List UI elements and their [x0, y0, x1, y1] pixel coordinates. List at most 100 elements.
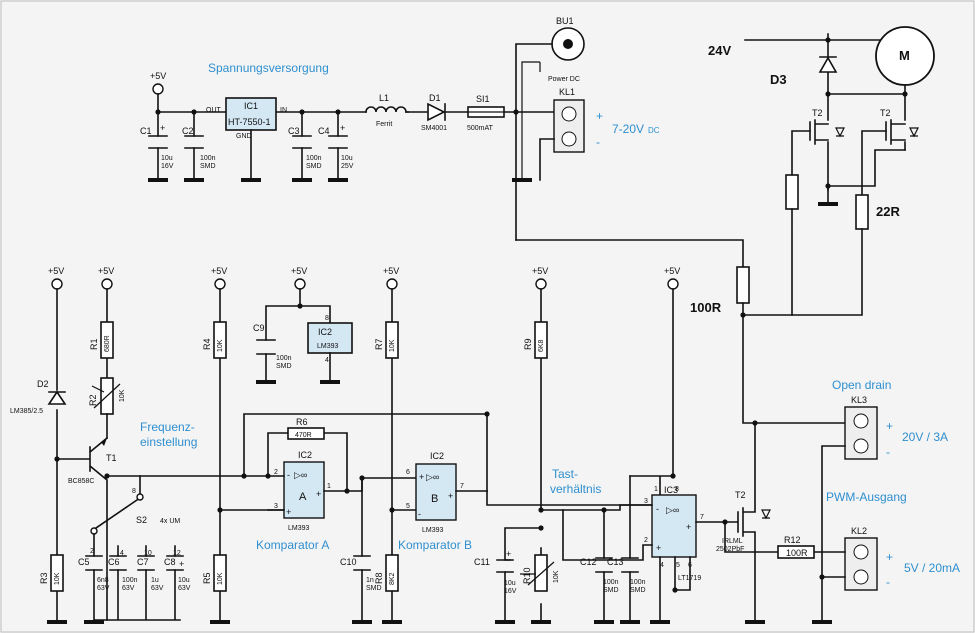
- t2-small-diode: [761, 509, 771, 520]
- freq-title: Frequenz-: [140, 420, 195, 434]
- node: [335, 109, 341, 115]
- s2-cap-bank: [93, 533, 181, 621]
- comp-a-outplus: +: [316, 489, 321, 499]
- ic3-pin2: 2: [644, 537, 648, 544]
- c11-rating: 16V: [504, 588, 517, 595]
- bu1-name: BU1: [556, 16, 574, 26]
- c6-val: 100n: [122, 577, 138, 584]
- c9-name: C9: [253, 323, 265, 333]
- r9-value: 6K8: [538, 339, 545, 352]
- c5-name: C5: [78, 557, 90, 567]
- c8-val: 10u: [178, 577, 190, 584]
- c10-name: C10: [340, 557, 357, 567]
- r2-value: 10K: [119, 389, 126, 402]
- t1-name: T1: [106, 453, 117, 463]
- si1-rating: 500mAT: [467, 125, 494, 132]
- d3-label: D3: [770, 72, 787, 87]
- t2b-mosfet: [885, 119, 906, 145]
- c7-val: 1u: [151, 577, 159, 584]
- ic1-gnd: GND: [236, 133, 252, 140]
- resistor-r4: [213, 321, 227, 359]
- r3-name: R3: [39, 572, 49, 584]
- c9-rating: SMD: [276, 363, 292, 370]
- c12-rating: SMD: [603, 587, 619, 594]
- inductor-l1: [365, 106, 407, 113]
- open-drain-title: Open drain: [832, 378, 891, 392]
- c2-name: C2: [182, 126, 194, 136]
- kl1-name: KL1: [559, 87, 575, 97]
- s2-pin8-num: 8: [132, 488, 136, 495]
- node: [752, 420, 758, 426]
- t2-small-type: IRLML: [722, 538, 743, 545]
- node: [538, 525, 544, 531]
- comp-b-pin6: 6: [406, 469, 410, 476]
- kl1-screw1: [561, 106, 577, 122]
- p5v-ic3: +5V: [664, 266, 680, 276]
- pin10: 10: [144, 550, 152, 557]
- node: [670, 473, 676, 479]
- c11-val: 10u: [504, 580, 516, 587]
- c3-rating: SMD: [306, 163, 322, 170]
- p5v-pin-c9: [294, 278, 306, 290]
- resistor-r1: [100, 321, 114, 359]
- node: [902, 91, 908, 97]
- r4-name: R4: [202, 338, 212, 350]
- wire-to-100r: [515, 239, 744, 268]
- bu1-type: Power DC: [548, 76, 580, 83]
- r1-value: 680R: [104, 335, 111, 352]
- comp-b-outplus: +: [448, 491, 453, 501]
- t1-type: BC858C: [68, 478, 94, 485]
- t2-small-label: T2: [735, 490, 746, 500]
- comp-b-letter: B: [431, 493, 438, 505]
- r10-value: 10K: [553, 570, 560, 583]
- kl1-minus: -: [596, 135, 600, 149]
- kl2-minus: -: [886, 575, 890, 589]
- t2a-gate: [791, 130, 811, 176]
- c12-val: 100n: [603, 579, 619, 586]
- c11-name: C11: [474, 557, 490, 567]
- node: [538, 507, 544, 513]
- comp-a-out: [323, 477, 417, 492]
- kl2-plus: +: [886, 550, 893, 564]
- resistor-r12: [777, 545, 815, 559]
- comp-a-type: LM393: [288, 525, 310, 532]
- kl3-gnd: [821, 445, 846, 621]
- s2-type: 4x UM: [160, 518, 180, 525]
- freq-title2: einstellung: [140, 435, 197, 449]
- kl1-plus: +: [596, 109, 603, 123]
- resistor-r8: [385, 554, 399, 592]
- node: [299, 109, 305, 115]
- c8-rating: 63V: [178, 585, 191, 592]
- comp-b-type: LM393: [422, 527, 444, 534]
- comp-b-sym: ▷∞: [426, 472, 439, 482]
- resistor-r5: [213, 554, 227, 592]
- d2-type: LM385/2.5: [10, 408, 43, 415]
- r7-name: R7: [374, 338, 384, 350]
- supply-title: Spannungsversorgung: [208, 61, 329, 75]
- r2-name: R2: [88, 394, 98, 406]
- ic3-pin8: 8: [675, 486, 679, 493]
- wire-100r-kl3: [742, 302, 846, 424]
- c8-plus: +: [179, 559, 184, 569]
- node: [241, 473, 247, 479]
- r6-value: 470R: [295, 432, 312, 439]
- node: [344, 488, 350, 494]
- ic2a-name: IC2: [298, 450, 312, 460]
- r6-name: R6: [296, 417, 308, 427]
- r3-value: 10K: [54, 572, 61, 585]
- t2a-label: T2: [812, 108, 823, 118]
- c9-val: 100n: [276, 355, 292, 362]
- resistor-r7: [385, 321, 399, 359]
- node: [601, 507, 607, 513]
- c6-rating: 63V: [122, 585, 135, 592]
- c4-plus: +: [340, 123, 345, 133]
- pwm-title: PWM-Ausgang: [826, 490, 907, 504]
- wire-bu1: [515, 43, 553, 241]
- s2-lever: [94, 498, 139, 530]
- comparator-b: [415, 463, 457, 521]
- ic3-pin5: 5: [676, 562, 680, 569]
- ic2-power-name: IC2: [318, 327, 332, 337]
- ic3-outplus: +: [686, 522, 691, 532]
